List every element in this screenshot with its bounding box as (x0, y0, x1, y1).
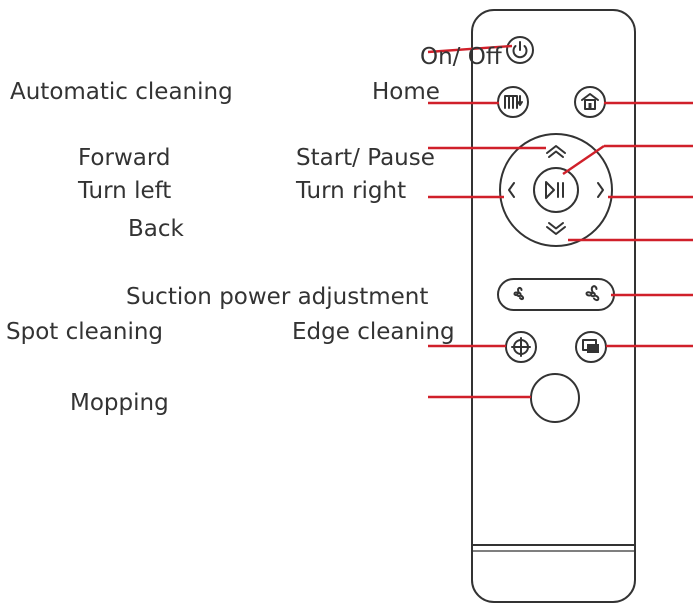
power-icon (512, 41, 528, 59)
mopping-button[interactable] (530, 373, 580, 423)
start-pause-button[interactable] (533, 167, 579, 213)
leader-lines (427, 44, 693, 399)
label-suction-power: Suction power adjustment (126, 284, 428, 310)
chevron-left-icon (508, 182, 515, 198)
power-button[interactable] (506, 36, 534, 64)
chevron-right-icon (597, 182, 604, 198)
leader-on-off (427, 44, 513, 54)
spot-cleaning-button[interactable] (505, 331, 537, 363)
chevron-down-icon (546, 222, 566, 235)
direction-pad (499, 133, 613, 247)
back-button[interactable] (546, 222, 566, 235)
auto-clean-icon (504, 95, 523, 109)
play-pause-icon (545, 181, 564, 199)
turn-right-button[interactable] (597, 182, 604, 198)
label-spot-cleaning: Spot cleaning (6, 319, 163, 345)
label-start-pause: Start/ Pause (296, 145, 435, 171)
leader-start-pause-diag (562, 145, 605, 175)
edge-cleaning-button[interactable] (575, 331, 607, 363)
label-home: Home (372, 79, 440, 105)
label-automatic-cleaning: Automatic cleaning (10, 79, 233, 105)
fan-high-icon (585, 285, 600, 302)
turn-left-button[interactable] (508, 182, 515, 198)
home-button[interactable] (574, 86, 606, 118)
fan-low-icon (513, 286, 525, 301)
label-back: Back (128, 216, 185, 242)
spot-target-icon (511, 337, 531, 357)
suction-power-button[interactable] (497, 278, 615, 311)
label-forward: Forward (78, 145, 171, 171)
chevron-up-icon (546, 145, 566, 158)
label-edge-cleaning: Edge cleaning (292, 319, 455, 345)
labels: On/ Off Automatic cleaning Home Forward … (6, 44, 503, 416)
label-mopping: Mopping (70, 390, 169, 416)
home-icon (581, 93, 599, 110)
label-turn-right: Turn right (295, 178, 406, 204)
label-turn-left: Turn left (77, 178, 171, 204)
edge-clean-icon (582, 339, 599, 353)
auto-clean-button[interactable] (497, 86, 529, 118)
forward-button[interactable] (546, 145, 566, 158)
label-on-off: On/ Off (420, 44, 503, 70)
